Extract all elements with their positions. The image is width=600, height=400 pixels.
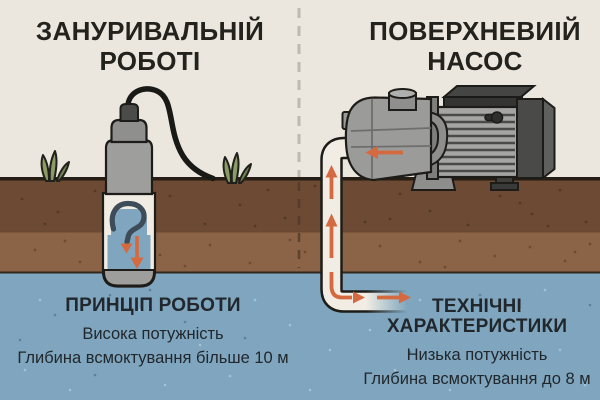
left-info-line: Глибина всмоктування більше 10 м	[17, 349, 289, 367]
flow-arrowhead-up-icon	[325, 213, 338, 227]
cable-gland	[119, 103, 139, 122]
flow-arrowhead-up-icon	[325, 165, 338, 178]
flow-arrowhead-right-icon	[353, 291, 365, 304]
flow-arrowhead-right-icon	[399, 291, 411, 304]
soil-boundary-line	[0, 231, 600, 233]
right-title-line2: НАСОС	[427, 46, 523, 76]
pump-head-seams	[350, 98, 432, 179]
question-mark-icon	[109, 200, 147, 245]
right-info-heading-line1: ТЕХНІЧНІ	[432, 296, 522, 317]
flow-arrowhead-down-icon	[130, 257, 144, 269]
right-info-line: Низька потужність	[406, 346, 548, 364]
terminal-box-top	[441, 85, 537, 98]
suction-pipe	[320, 136, 418, 318]
flow-arrow-bend-icon	[329, 272, 352, 300]
fan-cover	[516, 98, 544, 179]
left-info-line: Висока потужність	[82, 325, 224, 343]
left-panel-info: ПРИНЦІП РОБОТИ Висока потужність Глибина…	[8, 296, 298, 367]
pump-body	[104, 138, 154, 196]
submersible-pump-icon	[101, 86, 216, 288]
fan-cover-side	[542, 96, 556, 181]
left-title-line2: РОБОТІ	[99, 46, 201, 76]
left-title-line1: ЗАНУРИВАЛЬНІЙ	[35, 16, 265, 46]
left-info-heading: ПРИНЦІП РОБОТИ	[65, 295, 241, 316]
drain-knob-icon	[490, 111, 504, 124]
ground-surface-line	[0, 177, 600, 181]
motor-cooling-fins	[435, 113, 515, 173]
pump-head-volute	[344, 96, 433, 182]
water-surface-line	[0, 271, 600, 274]
flow-arrows	[325, 165, 411, 304]
casing-bottom-cap	[103, 269, 155, 287]
motor-foot-pad	[490, 182, 519, 191]
surface-pump-icon	[341, 85, 556, 191]
pipe-fadeout	[366, 285, 418, 318]
water-speckles	[18, 288, 592, 392]
inlet-opening	[388, 88, 417, 99]
right-info-heading-line2: ХАРАКТЕРИСТИКИ	[386, 316, 568, 337]
groundwater-layer	[0, 273, 600, 400]
flow-arrowhead-down-icon	[120, 243, 133, 254]
left-panel-title: ЗАНУРИВАЛЬНІЙ РОБОТІ	[0, 16, 300, 76]
right-info-line: Глибина всмоктування до 8 м	[363, 370, 591, 388]
right-panel-info: ТЕХНІЧНІ ХАРАКТЕРИСТИКИ Низька потужніст…	[327, 297, 600, 388]
right-panel-title: ПОВЕРХНЕВИІЙ НАСОС	[305, 16, 600, 76]
pump-top-cap	[110, 118, 148, 144]
flow-arrowhead-left-icon	[365, 146, 378, 159]
right-title-line1: ПОВЕРХНЕВИІЙ	[369, 16, 581, 46]
power-cable-icon	[125, 86, 216, 182]
